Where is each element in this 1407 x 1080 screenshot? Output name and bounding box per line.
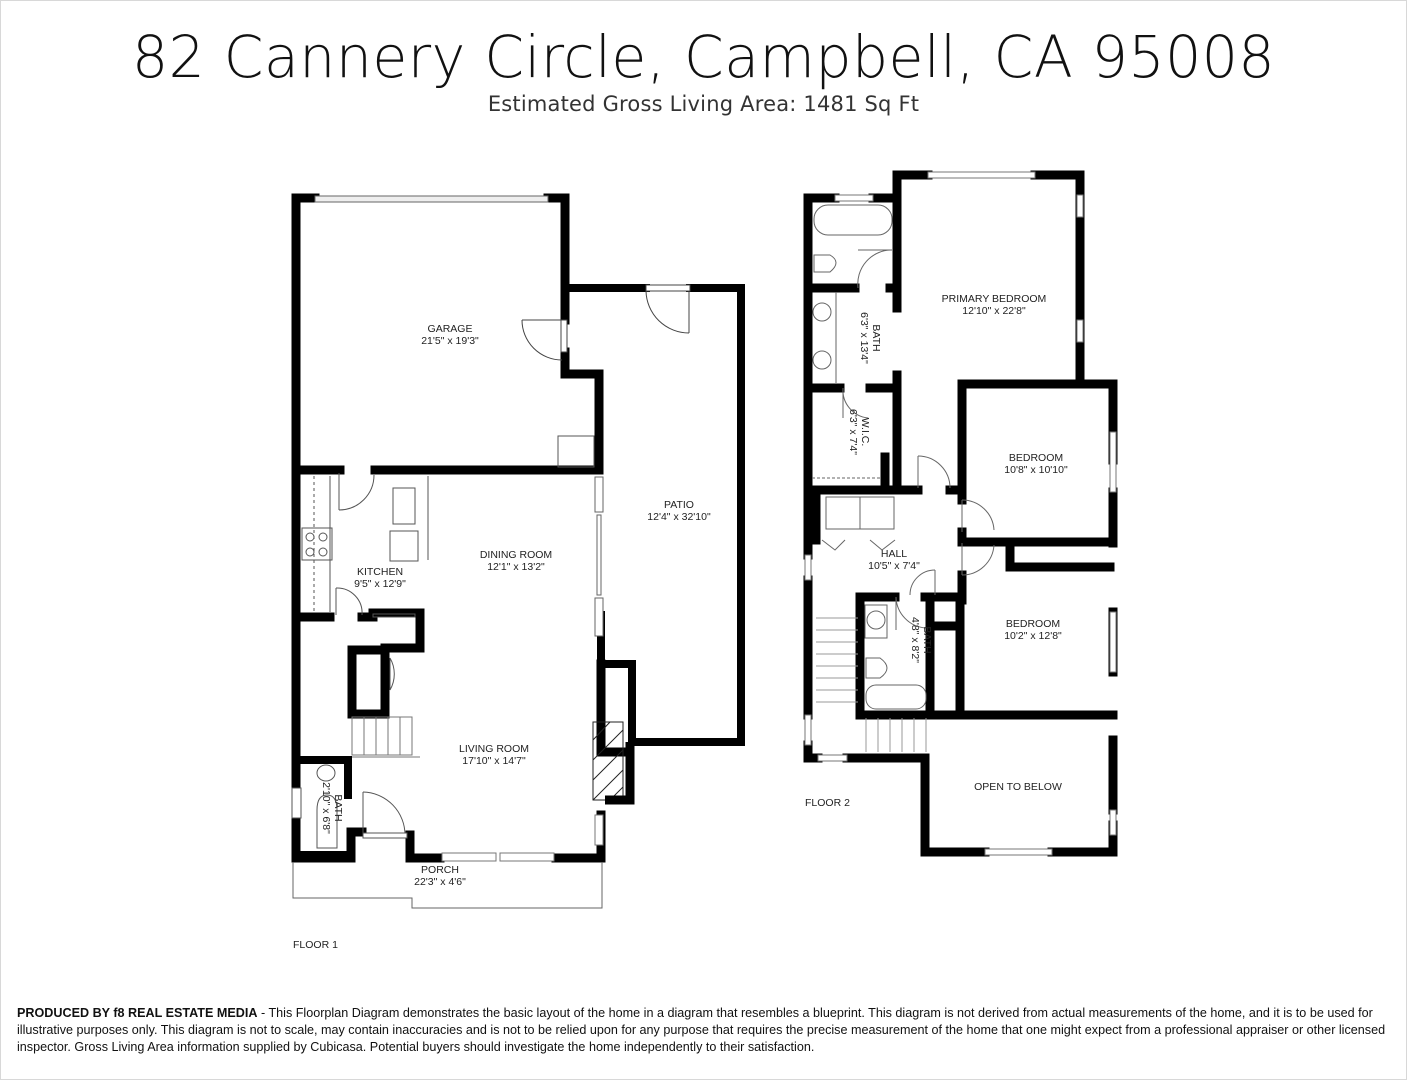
- floor-2-label: FLOOR 2: [805, 797, 850, 809]
- floor-1-plan: [291, 193, 745, 909]
- property-address-title: 82 Cannery Circle, Campbell, CA 95008: [131, 23, 1276, 91]
- disclaimer-text: - This Floorplan Diagram demonstrates th…: [17, 1006, 1386, 1054]
- room-dims: 4'8" x 8'2": [909, 617, 921, 663]
- kitchen-fixtures: [301, 473, 429, 616]
- sliding-door: [594, 476, 604, 637]
- room-name: BATH: [332, 794, 344, 821]
- room-dims: 22'3" x 4'6": [414, 876, 466, 888]
- floor-1-label: FLOOR 1: [293, 939, 338, 951]
- room-name: DINING ROOM: [480, 549, 552, 561]
- floor-2-walls: [803, 170, 1118, 857]
- room-name: GARAGE: [428, 323, 473, 335]
- room-dims: 12'4" x 32'10": [647, 511, 711, 523]
- hall-fixtures: [821, 455, 995, 596]
- room-name: BATH: [921, 626, 933, 653]
- primary-bath-fixtures: [812, 204, 893, 479]
- room-dims: 17'10" x 14'7": [462, 755, 526, 767]
- gross-living-area: Estimated Gross Living Area: 1481 Sq Ft: [487, 92, 920, 116]
- room-name: PORCH: [421, 864, 459, 876]
- room-dims: 10'2" x 12'8": [1004, 630, 1062, 642]
- room-name: OPEN TO BELOW: [974, 781, 1062, 793]
- bath-fixtures: [291, 764, 338, 849]
- patio-door: [645, 284, 691, 334]
- room-dims: 9'5" x 12'9": [354, 578, 406, 590]
- main-walls: [291, 608, 635, 863]
- room-name: PATIO: [664, 499, 694, 511]
- floor-1-stairs: [350, 716, 420, 758]
- room-name: HALL: [881, 548, 907, 560]
- closet-doors: [372, 613, 416, 691]
- room-dims: 6'3" x 7'4": [847, 409, 859, 455]
- room-name: KITCHEN: [357, 566, 403, 578]
- hall-bath-fixtures: [864, 596, 927, 710]
- garage-door: [314, 195, 549, 203]
- room-dims: 10'5" x 7'4": [868, 560, 920, 572]
- front-entry-door: [362, 791, 408, 839]
- garage-shelf: [557, 435, 595, 468]
- room-dims: 10'8" x 10'10": [1004, 464, 1068, 476]
- floor-2-plan: [803, 170, 1118, 857]
- room-dims: 6'3" x 13'4": [858, 312, 870, 364]
- room-dims: 12'10" x 22'8": [962, 305, 1026, 317]
- floor-2-labels: PRIMARY BEDROOM 12'10" x 22'8" BATH 6'3"…: [805, 293, 1068, 809]
- floor-1-bath-walls: [296, 756, 354, 859]
- front-windows: [441, 814, 604, 862]
- room-name: BEDROOM: [1006, 618, 1060, 630]
- room-name: PRIMARY BEDROOM: [942, 293, 1047, 305]
- room-dims: 2'10" x 6'8": [320, 782, 332, 834]
- disclaimer: PRODUCED BY f8 REAL ESTATE MEDIA - This …: [17, 1005, 1387, 1056]
- floor-1-labels: GARAGE 21'5" x 19'3" PATIO 12'4" x 32'10…: [293, 323, 711, 951]
- porch-outline: [292, 862, 603, 909]
- room-name: BATH: [870, 324, 882, 351]
- producer-credit: PRODUCED BY f8 REAL ESTATE MEDIA: [17, 1006, 258, 1020]
- floor-2-stairs: [816, 617, 927, 752]
- room-name: BEDROOM: [1009, 452, 1063, 464]
- floor-2-windows: [804, 171, 1117, 856]
- room-dims: 21'5" x 19'3": [421, 335, 479, 347]
- garage-entry-door: [521, 319, 568, 361]
- room-name: LIVING ROOM: [459, 743, 529, 755]
- room-dims: 12'1" x 13'2": [487, 561, 545, 573]
- garage-walls: [291, 193, 604, 863]
- room-name: W.I.C.: [859, 418, 871, 447]
